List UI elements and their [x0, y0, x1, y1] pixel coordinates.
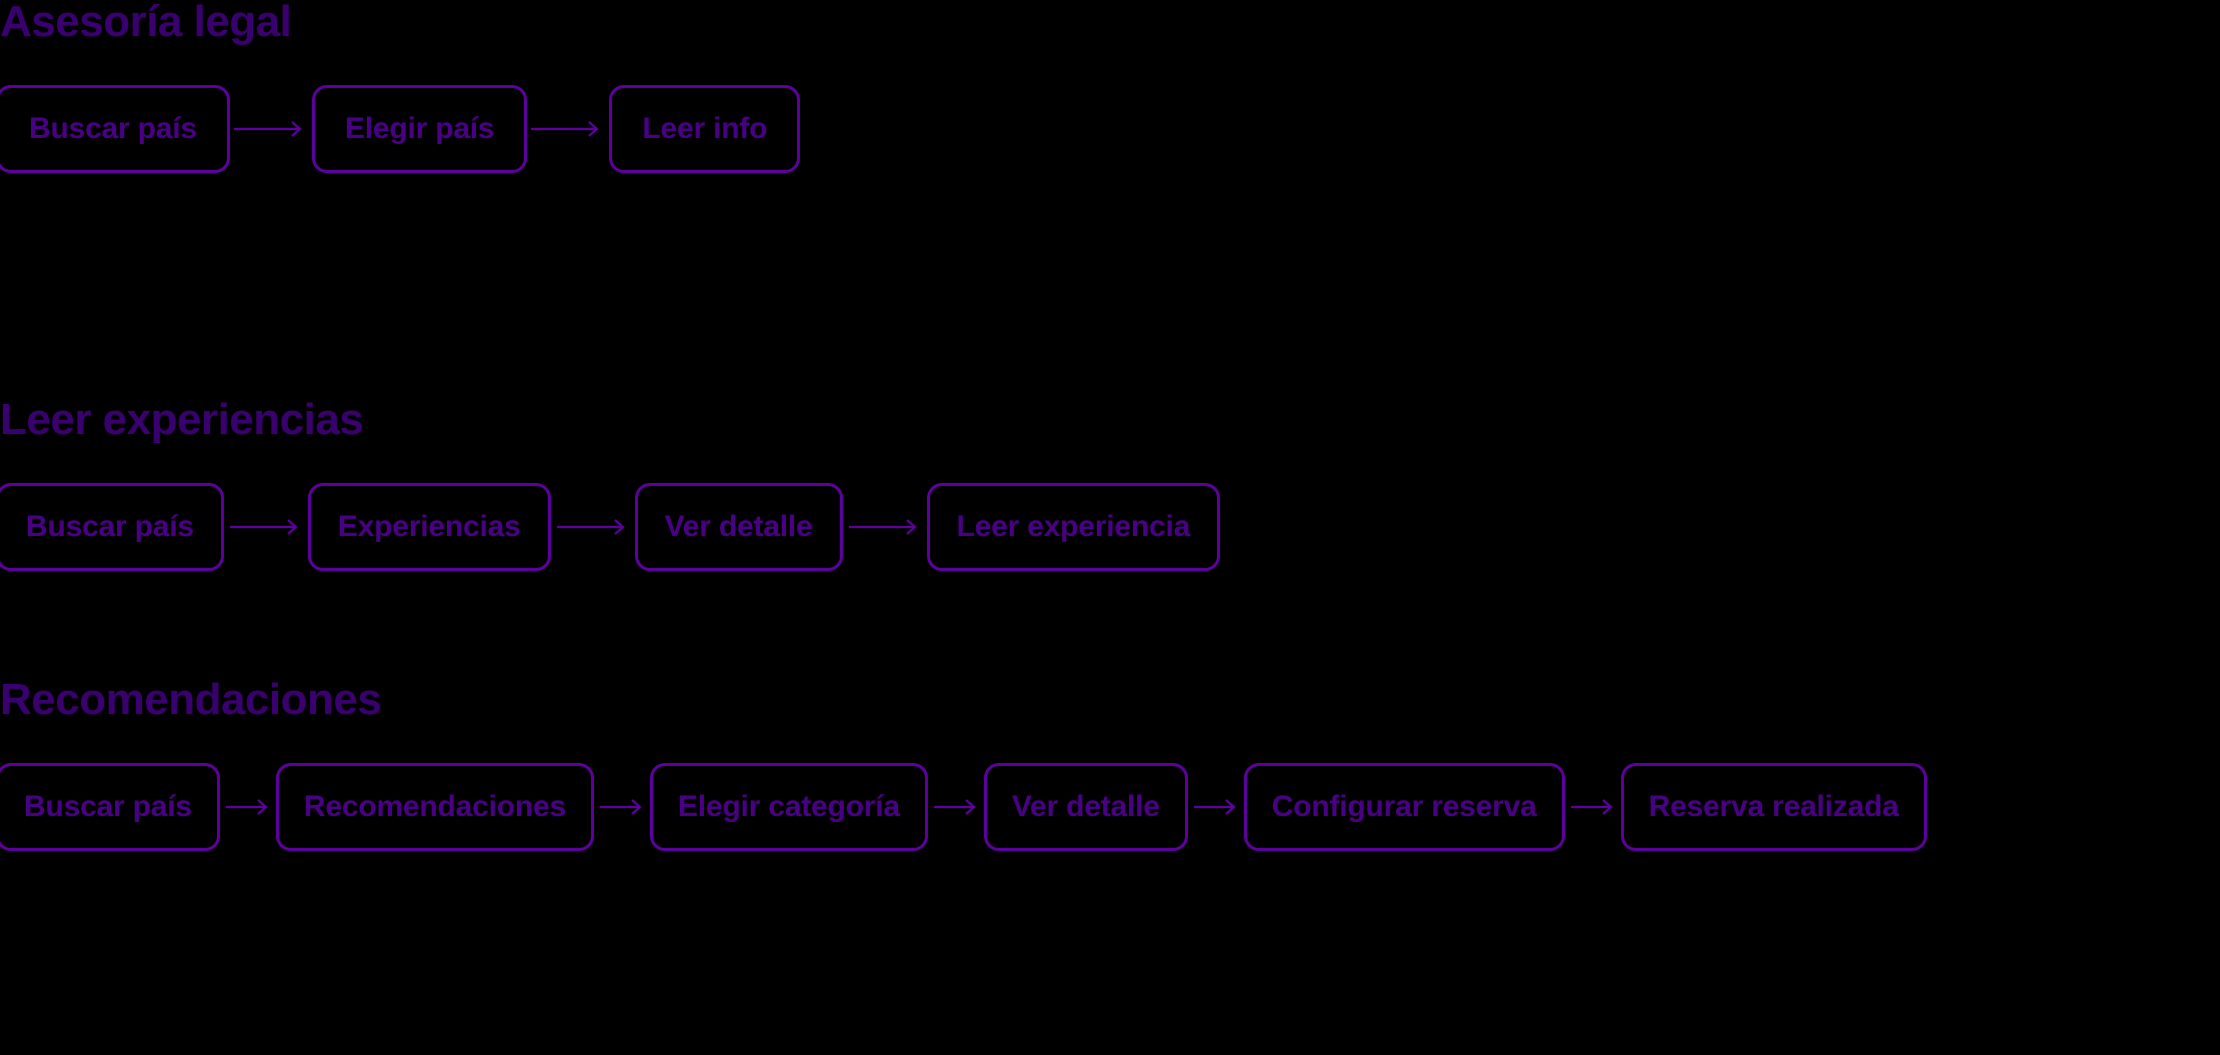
arrow-right-icon [1188, 763, 1244, 851]
arrow-right-icon [551, 483, 635, 571]
section-asesoria-legal: Asesoría legal Buscar país Elegir país [0, 0, 2220, 173]
section-leer-experiencias: Leer experiencias Buscar país Experienci… [0, 398, 2220, 571]
flow-node-label: Buscar país [24, 790, 192, 823]
flow-node[interactable]: Reserva realizada [1620, 763, 1927, 851]
flow-node[interactable]: Leer info [609, 85, 801, 173]
arrow-right-icon [220, 763, 276, 851]
flow-node[interactable]: Buscar país [0, 85, 230, 173]
section-title: Asesoría legal [0, 0, 292, 46]
arrow-right-icon [230, 85, 312, 173]
flow-node[interactable]: Ver detalle [983, 763, 1188, 851]
flow-node-label: Recomendaciones [303, 790, 566, 823]
flow-row: Buscar país Experiencias Ver detalle [0, 483, 2220, 571]
arrow-right-icon [843, 483, 927, 571]
flow-node-label: Reserva realizada [1648, 790, 1899, 823]
flow-node-label: Leer experiencia [956, 510, 1191, 543]
arrow-right-icon [527, 85, 609, 173]
section-recomendaciones: Recomendaciones Buscar país Recomendacio… [0, 678, 2220, 851]
section-title: Recomendaciones [0, 675, 382, 724]
flow-node-label: Experiencias [337, 510, 521, 543]
flow-node[interactable]: Configurar reserva [1243, 763, 1565, 851]
flow-node-label: Ver detalle [664, 510, 813, 543]
flow-node[interactable]: Leer experiencia [926, 483, 1221, 571]
flow-node[interactable]: Ver detalle [634, 483, 843, 571]
arrow-right-icon [224, 483, 308, 571]
flow-node-label: Elegir país [344, 112, 495, 145]
flow-node[interactable]: Buscar país [0, 763, 220, 851]
flow-node-label: Configurar reserva [1271, 790, 1537, 823]
flow-node-label: Buscar país [26, 510, 194, 543]
flow-node[interactable]: Elegir país [311, 85, 528, 173]
flow-node[interactable]: Elegir categoría [649, 763, 928, 851]
flow-node-label: Leer info [642, 112, 768, 145]
flow-node[interactable]: Recomendaciones [275, 763, 594, 851]
arrow-right-icon [1565, 763, 1621, 851]
flow-node-label: Buscar país [29, 112, 197, 145]
flow-node[interactable]: Buscar país [0, 483, 224, 571]
arrow-right-icon [594, 763, 650, 851]
flow-row: Buscar país Recomendaciones Elegir categ… [0, 763, 2220, 851]
flow-node-label: Ver detalle [1011, 790, 1160, 823]
flow-row: Buscar país Elegir país Leer info [0, 85, 2220, 173]
flow-node[interactable]: Experiencias [307, 483, 551, 571]
section-title: Leer experiencias [0, 395, 364, 444]
arrow-right-icon [928, 763, 984, 851]
flow-node-label: Elegir categoría [677, 790, 900, 823]
